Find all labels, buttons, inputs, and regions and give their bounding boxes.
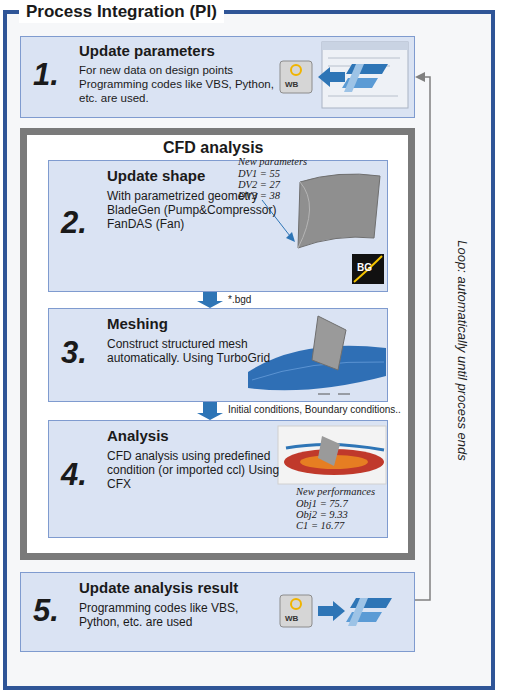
bladegen-icon: [352, 254, 384, 284]
performance-value: Obj2 = 9.33: [296, 509, 348, 520]
frame-title: Process Integration (PI): [19, 1, 224, 23]
cfd-result-picture: [278, 426, 386, 484]
step-description: Construct structured mesh automatically.…: [107, 337, 285, 365]
step-number: 5.: [33, 593, 59, 629]
step-description: Programming codes like VBS, Python, etc.…: [79, 601, 277, 629]
performance-value: Obj1 = 75.7: [296, 498, 348, 509]
step-title: Update parameters: [79, 42, 215, 59]
icon-label: WB: [285, 80, 298, 89]
parameter-value: DV1 = 55: [238, 168, 280, 179]
optislang-icon: [342, 64, 388, 92]
parameter-heading: New parameters: [238, 156, 307, 167]
process-integration-frame: Process Integration (PI)1.Update paramet…: [3, 10, 495, 690]
frame-title: CFD analysis: [155, 137, 271, 159]
step-description: CFD analysis using predefined condition …: [107, 449, 285, 491]
step-number: 2.: [61, 205, 87, 241]
workbench-icon: [280, 61, 312, 93]
step-title: Update shape: [107, 167, 205, 184]
step-number: 4.: [61, 457, 87, 493]
step-number: 1.: [33, 57, 59, 93]
step-title: Meshing: [107, 315, 168, 332]
step-description: For new data on design points Programmin…: [79, 63, 277, 105]
performance-value: C1 = 16.77: [296, 520, 344, 531]
step-number: 3.: [61, 335, 87, 371]
connector-label: Initial conditions, Boundary conditions.…: [228, 404, 401, 415]
icon-label: WB: [285, 614, 298, 623]
step-title: Update analysis result: [79, 579, 238, 596]
step-title: Analysis: [107, 427, 169, 444]
loop-label: Loop: automatically until process ends: [455, 240, 470, 460]
parameter-value: DV2 = 27: [238, 179, 280, 190]
performance-heading: New performances: [296, 486, 375, 497]
parameter-value: DV3 = 38: [238, 190, 280, 201]
connector-label: *.bgd: [228, 294, 251, 305]
blue-arrow: [318, 67, 345, 87]
icon-label: BG: [357, 262, 372, 273]
workbench-icon: [280, 595, 312, 627]
